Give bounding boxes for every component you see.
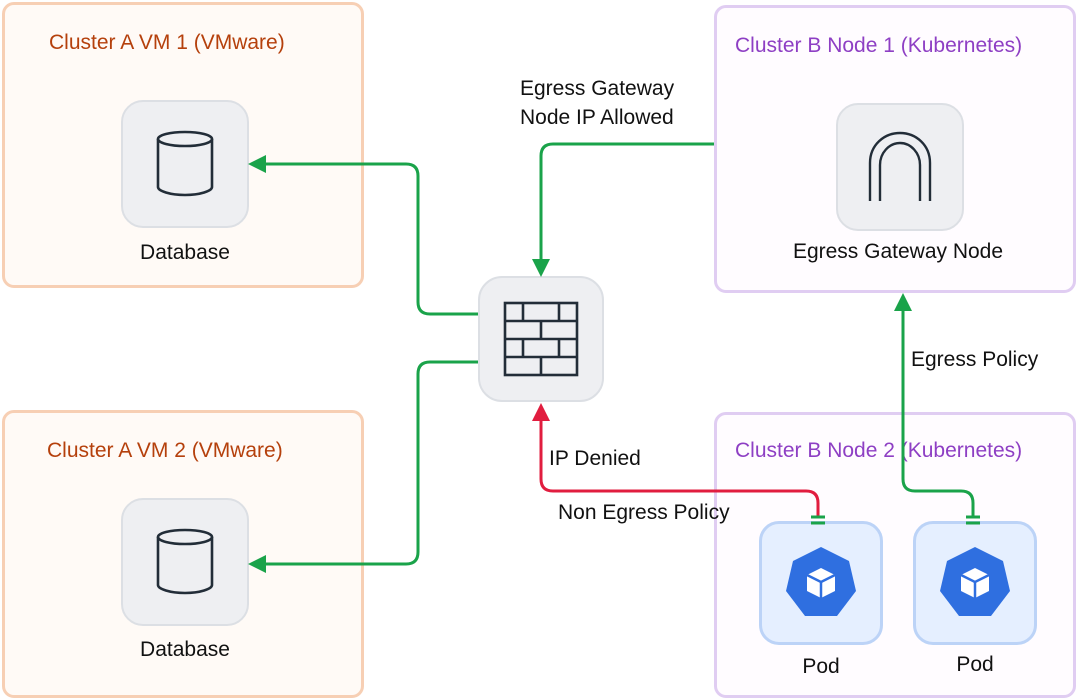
database-tile bbox=[121, 100, 249, 228]
database-icon bbox=[156, 528, 214, 595]
database-icon bbox=[156, 130, 214, 197]
edge-pod-to-firewall-denied bbox=[539, 418, 820, 517]
database-label: Database bbox=[140, 638, 230, 661]
edge-label-non-egress-policy: Non Egress Policy bbox=[558, 501, 730, 524]
cluster-a-vm2: Cluster A VM 2 (VMware) Database bbox=[2, 410, 364, 698]
cluster-title: Cluster A VM 2 (VMware) bbox=[47, 439, 283, 462]
edge-label-line: Node IP Allowed bbox=[520, 106, 674, 129]
edge-label-ip-denied: IP Denied bbox=[549, 447, 641, 470]
cluster-b-node2: Cluster B Node 2 (Kubernetes) Pod Pod bbox=[714, 412, 1076, 698]
pod-label: Pod bbox=[802, 655, 840, 678]
firewall-icon bbox=[503, 301, 579, 377]
edge-gateway-to-firewall bbox=[539, 142, 714, 262]
arrow-head bbox=[532, 259, 550, 277]
gateway-arch-icon bbox=[868, 131, 932, 201]
edge-label-gateway-allowed: Egress Gateway Node IP Allowed bbox=[520, 74, 674, 132]
kubernetes-pod-icon bbox=[786, 547, 856, 616]
edge-label-line: Egress Gateway bbox=[520, 77, 675, 100]
cluster-title: Cluster A VM 1 (VMware) bbox=[49, 31, 285, 54]
cluster-title: Cluster B Node 2 (Kubernetes) bbox=[735, 439, 1023, 462]
edge-firewall-to-db1 bbox=[262, 162, 478, 316]
arrow-head bbox=[248, 155, 266, 173]
arrow-head bbox=[248, 555, 266, 573]
kubernetes-pod-icon bbox=[940, 547, 1010, 616]
egress-gateway-label: Egress Gateway Node bbox=[792, 240, 1004, 263]
arrow-head bbox=[532, 403, 550, 421]
cluster-title: Cluster B Node 1 (Kubernetes) bbox=[735, 34, 1023, 57]
pod-label: Pod bbox=[956, 653, 994, 676]
arrow-head bbox=[894, 293, 912, 311]
pod-tile bbox=[759, 521, 883, 645]
edge-label-egress-policy: Egress Policy bbox=[911, 348, 1039, 371]
cluster-b-node1: Cluster B Node 1 (Kubernetes) Egress Gat… bbox=[714, 5, 1076, 293]
cluster-a-vm1: Cluster A VM 1 (VMware) Database bbox=[2, 2, 364, 288]
edge-pod-to-gateway bbox=[901, 308, 975, 517]
edge-firewall-to-db2 bbox=[262, 360, 478, 566]
database-label: Database bbox=[140, 241, 230, 264]
egress-gateway-tile bbox=[836, 103, 964, 231]
database-tile bbox=[121, 498, 249, 626]
